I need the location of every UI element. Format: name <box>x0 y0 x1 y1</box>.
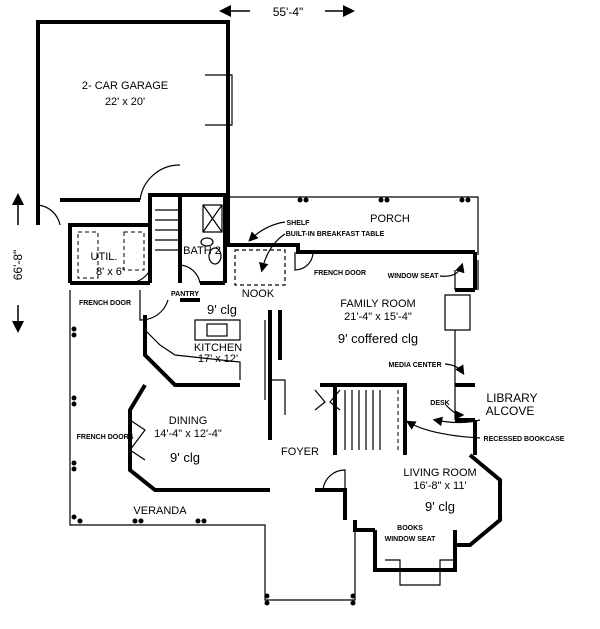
living-room-label: LIVING ROOM <box>403 467 476 479</box>
library-alcove-label: ALCOVE <box>486 404 535 418</box>
dining-ceiling: 9' clg <box>170 450 200 465</box>
garage: 2- CAR GARAGE 22' x 20' <box>36 20 233 226</box>
window-seat-note: WINDOW SEAT <box>388 273 440 280</box>
kitchen-size: 17' x 12' <box>198 353 238 365</box>
porch: PORCH <box>228 196 479 255</box>
living-room-ceiling: 9' clg <box>425 499 455 514</box>
family-room-ceiling: 9' coffered clg <box>338 331 418 346</box>
veranda-label: VERANDA <box>133 505 187 517</box>
window-seat-living-note: WINDOW SEAT <box>385 536 437 543</box>
shelf-note: SHELF <box>287 220 311 227</box>
nook-label: NOOK <box>242 288 275 300</box>
depth-label: 66'-8" <box>11 250 25 281</box>
garage-size: 22' x 20' <box>105 96 145 108</box>
recessed-bookcase-note: RECESSED BOOKCASE <box>484 436 565 443</box>
util-size: 8' x 6' <box>96 266 124 278</box>
width-dimension: 55'-4" <box>219 5 355 19</box>
porch-label: PORCH <box>370 213 410 225</box>
french-door-family-note: FRENCH DOOR <box>314 270 366 277</box>
foyer-label: FOYER <box>281 446 319 458</box>
util-label: UTIL. <box>91 251 118 263</box>
family-room-size: 21'-4" x 15'-4" <box>344 311 412 323</box>
house-walls <box>68 193 502 572</box>
books-note: BOOKS <box>397 525 423 532</box>
kitchen-ceiling: 9' clg <box>207 302 237 317</box>
french-door-note: FRENCH DOOR <box>79 300 131 307</box>
living-room-size: 16'-8" x 11' <box>413 480 466 492</box>
garage-label: 2- CAR GARAGE <box>82 80 168 92</box>
breakfast-table-note: BUILT-IN BREAKFAST TABLE <box>286 231 385 238</box>
dining-size: 14'-4" x 12'-4" <box>154 428 222 440</box>
media-center-note: MEDIA CENTER <box>388 362 441 369</box>
library-label: LIBRARY <box>486 391 537 405</box>
dining-label: DINING <box>169 415 208 427</box>
pantry-note: PANTRY <box>171 291 199 298</box>
french-doors-dining-note: FRENCH DOORS <box>77 434 134 441</box>
width-label: 55'-4" <box>273 5 304 19</box>
desk-note: DESK <box>430 400 449 407</box>
veranda: VERANDA <box>69 290 356 606</box>
kitchen-label: KITCHEN <box>194 342 242 354</box>
note-arrows <box>248 221 481 439</box>
house-details <box>77 204 479 586</box>
family-room-label: FAMILY ROOM <box>340 298 415 310</box>
bath-label: BATH 2 <box>183 245 221 257</box>
depth-dimension: 66'-8" <box>11 193 25 333</box>
